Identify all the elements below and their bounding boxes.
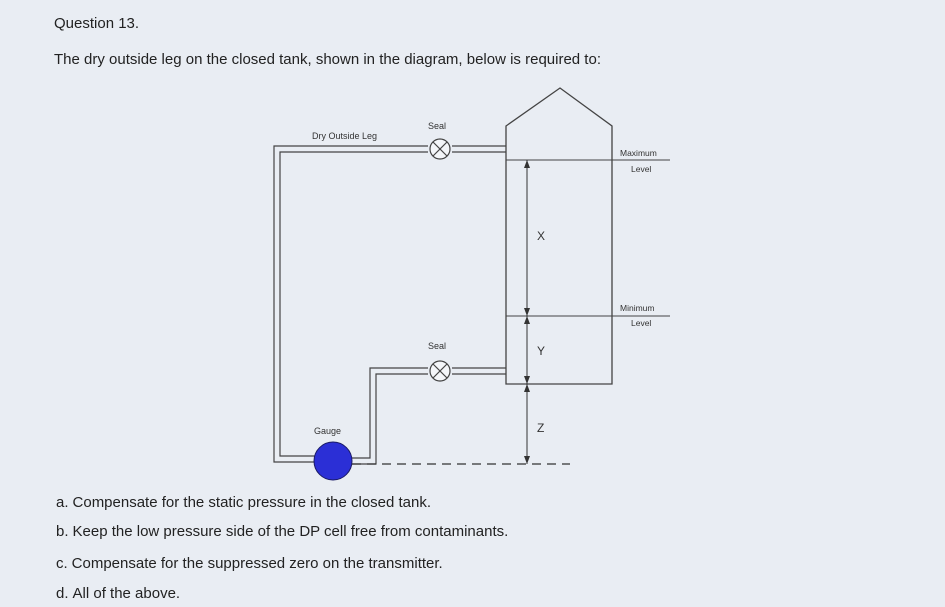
- seal-bottom-icon: [429, 360, 451, 382]
- question-text: The dry outside leg on the closed tank, …: [54, 51, 601, 68]
- min-level-label-2: Level: [631, 318, 651, 328]
- seal-top-icon: [429, 138, 451, 160]
- option-a[interactable]: a.Compensate for the static pressure in …: [56, 494, 431, 511]
- x-label: X: [537, 229, 545, 243]
- option-d[interactable]: d.All of the above.: [56, 585, 180, 602]
- max-level-label-1: Maximum: [620, 148, 657, 158]
- gauge-icon: [313, 441, 353, 481]
- low-side-pipe: [352, 367, 506, 465]
- option-a-letter: a.: [56, 494, 69, 511]
- option-d-letter: d.: [56, 585, 69, 602]
- option-a-text: Compensate for the static pressure in th…: [72, 494, 432, 511]
- question-title: Question 13.: [54, 15, 140, 32]
- max-level-label-2: Level: [631, 164, 651, 174]
- option-c-text: Compensate for the suppressed zero on th…: [71, 555, 443, 572]
- gauge-label: Gauge: [314, 426, 341, 436]
- dry-outside-leg-pipe: [273, 145, 506, 463]
- dimension-y: [524, 316, 530, 384]
- option-c[interactable]: c.Compensate for the suppressed zero on …: [56, 555, 443, 572]
- y-label: Y: [537, 344, 545, 358]
- dimension-x: [524, 160, 530, 316]
- option-b-text: Keep the low pressure side of the DP cel…: [72, 523, 509, 540]
- seal-bottom-label: Seal: [428, 341, 446, 351]
- dimension-z: [524, 384, 530, 464]
- min-level-label-1: Minimum: [620, 303, 654, 313]
- tank-outline: [505, 87, 613, 385]
- seal-top-label: Seal: [428, 121, 446, 131]
- option-b[interactable]: b.Keep the low pressure side of the DP c…: [56, 523, 508, 540]
- dry-outside-leg-label: Dry Outside Leg: [312, 131, 377, 141]
- option-b-letter: b.: [56, 523, 69, 540]
- option-d-text: All of the above.: [72, 585, 181, 602]
- option-c-letter: c.: [56, 555, 68, 572]
- z-label: Z: [537, 421, 544, 435]
